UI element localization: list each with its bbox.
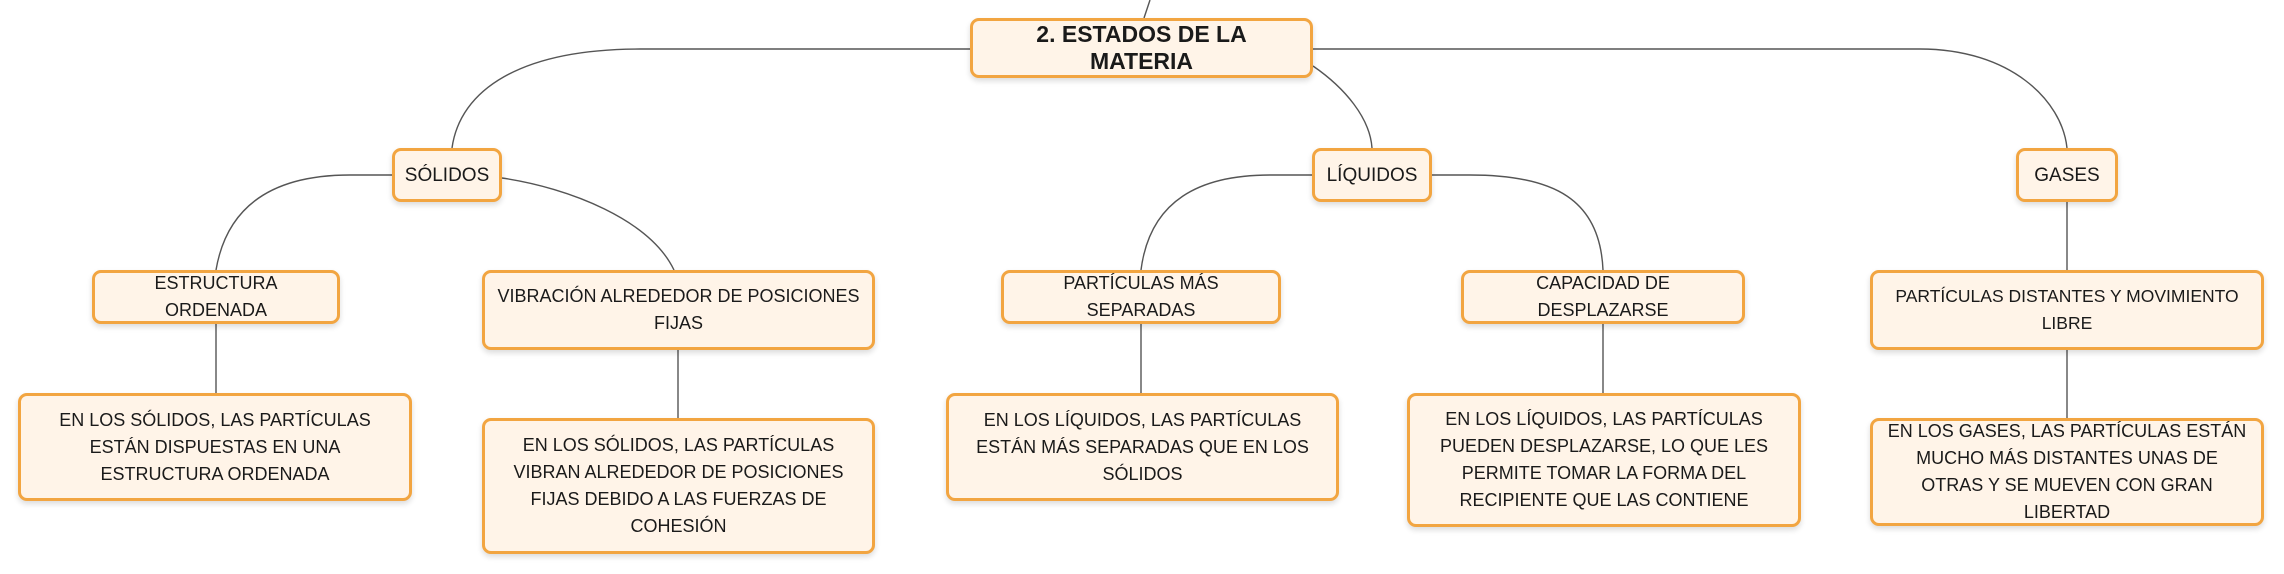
root-label: 2. ESTADOS DE LA MATERIA	[1036, 21, 1247, 74]
detail-text: EN LOS GASES, LAS PARTÍCULAS ESTÁN MUCHO…	[1887, 421, 2247, 522]
detail-node-capacidad-desplazarse[interactable]: EN LOS LÍQUIDOS, LAS PARTÍCULAS PUEDEN D…	[1407, 393, 1801, 527]
detail-text: EN LOS LÍQUIDOS, LAS PARTÍCULAS PUEDEN D…	[1439, 409, 1769, 510]
state-label: GASES	[2034, 164, 2100, 186]
feature-node-vibracion[interactable]: VIBRACIÓN ALREDEDOR DE POSICIONES FIJAS	[482, 270, 875, 350]
state-node-liquidos[interactable]: LÍQUIDOS	[1312, 148, 1432, 202]
connector-root-parent	[1143, 0, 1151, 19]
feature-label: VIBRACIÓN ALREDEDOR DE POSICIONES FIJAS	[497, 286, 860, 333]
connector-liquidos-separadas	[1140, 174, 1312, 271]
detail-text: EN LOS LÍQUIDOS, LAS PARTÍCULAS ESTÁN MÁ…	[976, 409, 1309, 484]
state-label: LÍQUIDOS	[1326, 164, 1418, 186]
feature-label: PARTÍCULAS DISTANTES Y MOVIMIENTO LIBRE	[1895, 286, 2239, 333]
state-node-gases[interactable]: GASES	[2016, 148, 2118, 202]
feature-label: ESTRUCTURA ORDENADA	[154, 273, 278, 320]
feature-node-particulas-separadas[interactable]: PARTÍCULAS MÁS SEPARADAS	[1001, 270, 1281, 324]
state-label: SÓLIDOS	[404, 164, 490, 186]
feature-node-capacidad-desplazarse[interactable]: CAPACIDAD DE DESPLAZARSE	[1461, 270, 1745, 324]
root-node[interactable]: 2. ESTADOS DE LA MATERIA	[970, 18, 1313, 78]
feature-node-particulas-distantes[interactable]: PARTÍCULAS DISTANTES Y MOVIMIENTO LIBRE	[1870, 270, 2264, 350]
detail-node-particulas-separadas[interactable]: EN LOS LÍQUIDOS, LAS PARTÍCULAS ESTÁN MÁ…	[946, 393, 1339, 501]
detail-node-estructura-ordenada[interactable]: EN LOS SÓLIDOS, LAS PARTÍCULAS ESTÁN DIS…	[18, 393, 412, 501]
connector-liquidos-desplazarse	[1432, 174, 1604, 271]
connector-solidos-vibracion	[501, 177, 675, 271]
detail-node-vibracion[interactable]: EN LOS SÓLIDOS, LAS PARTÍCULAS VIBRAN AL…	[482, 418, 875, 554]
detail-text: EN LOS SÓLIDOS, LAS PARTÍCULAS VIBRAN AL…	[513, 435, 844, 536]
detail-node-particulas-distantes[interactable]: EN LOS GASES, LAS PARTÍCULAS ESTÁN MUCHO…	[1870, 418, 2264, 526]
connector-solidos-estructura	[215, 174, 392, 271]
connector-root-gases	[1313, 48, 2068, 149]
feature-label: PARTÍCULAS MÁS SEPARADAS	[1063, 273, 1219, 320]
connector-root-solidos	[451, 48, 970, 149]
detail-text: EN LOS SÓLIDOS, LAS PARTÍCULAS ESTÁN DIS…	[59, 409, 371, 484]
feature-label: CAPACIDAD DE DESPLAZARSE	[1536, 273, 1670, 320]
feature-node-estructura-ordenada[interactable]: ESTRUCTURA ORDENADA	[92, 270, 340, 324]
state-node-solidos[interactable]: SÓLIDOS	[392, 148, 502, 202]
connector-root-liquidos	[1312, 65, 1373, 149]
